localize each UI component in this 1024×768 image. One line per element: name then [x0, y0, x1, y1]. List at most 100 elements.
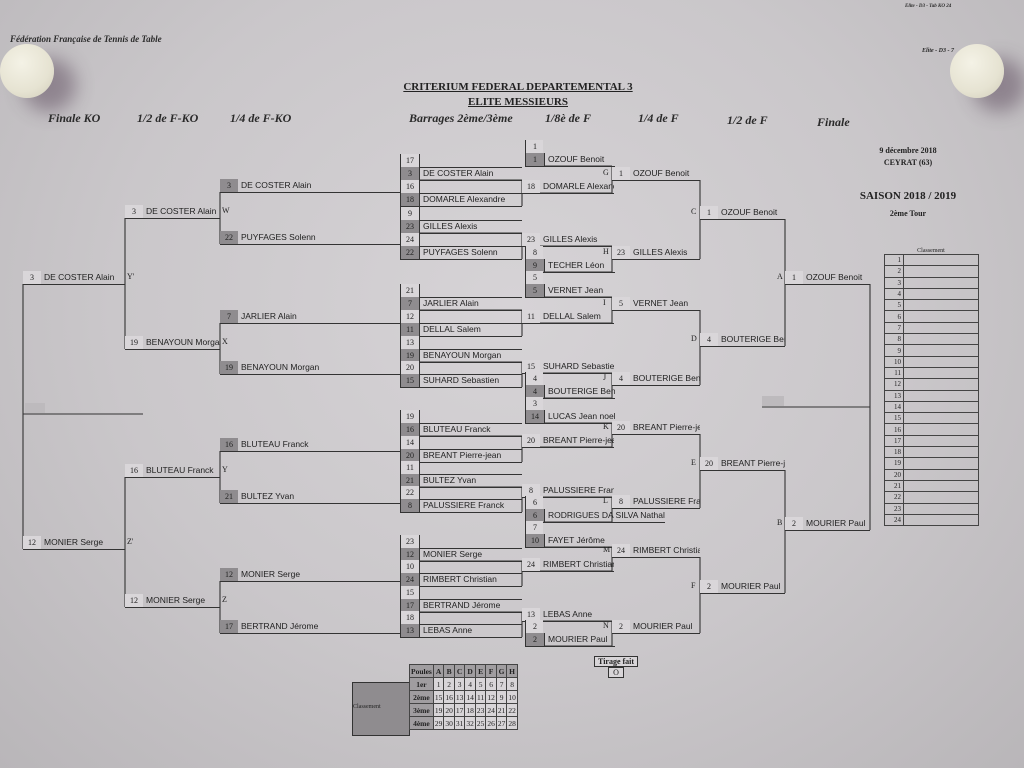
- ko-winner-blank: [25, 403, 45, 413]
- season: SAISON 2018 / 2019: [859, 190, 957, 202]
- barrage-slot-number: 23: [400, 535, 522, 549]
- round-header-ko-semi: 1/2 de F-KO: [137, 111, 199, 125]
- rank-player-cell: [903, 287, 979, 301]
- rank-player-cell: [903, 355, 979, 368]
- round-header-r16: 1/8è de F: [545, 111, 591, 125]
- rank-number: 23: [884, 502, 904, 515]
- seed-number: 15: [522, 360, 540, 373]
- seed-number: 22: [220, 231, 238, 244]
- poule-cell: 2: [443, 677, 455, 691]
- rank-number: 5: [884, 299, 904, 312]
- match-label: L: [603, 496, 608, 505]
- seed-number: 23: [400, 535, 420, 548]
- match-label: C: [691, 207, 697, 216]
- poule-cell: 6: [485, 677, 497, 691]
- seed-number: 7: [400, 297, 420, 310]
- poule-cell: 27: [495, 716, 508, 730]
- seed-number: 24: [522, 558, 540, 571]
- rank-player-cell: [903, 321, 979, 335]
- classement-row: 6: [884, 310, 979, 323]
- seed-number: 16: [220, 438, 238, 451]
- seed-number: 22: [400, 486, 420, 499]
- player-name: OZOUF Benoit: [548, 154, 605, 164]
- player-name: RIMBERT Christian: [633, 545, 700, 555]
- poule-cell: 17: [453, 703, 466, 717]
- seed-number: 5: [612, 297, 630, 310]
- title-line-2: ELITE MESSIEURS: [468, 96, 568, 108]
- classement-row: 10: [884, 355, 979, 368]
- poule-rank-label: 3ème: [409, 703, 434, 717]
- seed-number: 12: [400, 310, 420, 323]
- poule-cell: 7: [495, 677, 508, 691]
- poule-cell: 9: [495, 690, 508, 704]
- seed-number: 3: [525, 397, 543, 410]
- match-label: I: [603, 298, 606, 307]
- classement-row: 15: [884, 412, 979, 425]
- seed-number: 8: [400, 499, 420, 512]
- seed-number: 3: [400, 167, 420, 180]
- player-name: BULTEZ Yvan: [241, 491, 295, 501]
- barrage-slot-number: 9: [400, 207, 522, 221]
- rank-player-cell: [903, 468, 979, 481]
- rank-number: 24: [884, 513, 904, 527]
- tirage-box: Tirage fait O: [594, 656, 639, 678]
- seed-number: 3: [23, 271, 41, 284]
- rank-player-cell: [903, 446, 979, 459]
- poule-cell: 10: [506, 690, 518, 704]
- player-name: PALUSSIERE Franck: [543, 485, 614, 495]
- player-name: PUYFAGES Solenn: [423, 247, 498, 257]
- rank-player-cell: [903, 400, 979, 414]
- poule-cell: 14: [464, 690, 476, 704]
- seed-number: 7: [220, 310, 238, 323]
- classement-row: 9: [884, 344, 979, 357]
- classement-row: 2: [884, 265, 979, 278]
- poule-column: A: [432, 664, 445, 678]
- seed-number: 17: [220, 620, 238, 633]
- rank-number: 2: [884, 265, 904, 278]
- poule-cell: 19: [432, 703, 445, 717]
- round-header-semi: 1/2 de F: [727, 113, 768, 127]
- rank-number: 16: [884, 423, 904, 436]
- player-name: DE COSTER Alain: [146, 206, 217, 216]
- seed-number: 4: [700, 333, 718, 346]
- seed-number: 20: [612, 421, 630, 434]
- barrage-slot-number: 15: [400, 586, 522, 600]
- poule-rank-label: 4ème: [409, 716, 434, 730]
- seed-number: 2: [525, 620, 543, 633]
- match-label: B: [777, 518, 783, 527]
- barrage-slot-number: 19: [400, 410, 522, 424]
- poule-column: C: [453, 664, 466, 678]
- player-name: MOURIER Paul: [633, 621, 693, 631]
- barrage-slot-number: 10: [400, 560, 522, 574]
- seed-number: 21: [400, 284, 420, 297]
- seed-number: 1: [525, 153, 545, 166]
- poules-header: Poules: [409, 664, 434, 678]
- player-name: OZOUF Benoit: [721, 207, 778, 217]
- r16-slot-number: 6: [525, 496, 543, 510]
- player-name: BERTRAND Jérome: [423, 600, 501, 610]
- rank-player-cell: [903, 457, 979, 470]
- player-name: BOUTERIGE Benjamin: [633, 373, 700, 383]
- player-name: MOURIER Paul: [548, 634, 608, 644]
- match-label: M: [603, 545, 611, 554]
- player-name: SUHARD Sebastien: [543, 361, 614, 371]
- player-name: BLUTEAU Franck: [241, 439, 309, 449]
- seed-number: 10: [400, 560, 420, 573]
- tour: 2ème Tour: [889, 209, 927, 218]
- player-name: RODRIGUES DA SILVA Nathalie: [548, 510, 665, 520]
- poule-rank-label: 2ème: [409, 690, 434, 704]
- player-name: MONIER Serge: [241, 569, 301, 579]
